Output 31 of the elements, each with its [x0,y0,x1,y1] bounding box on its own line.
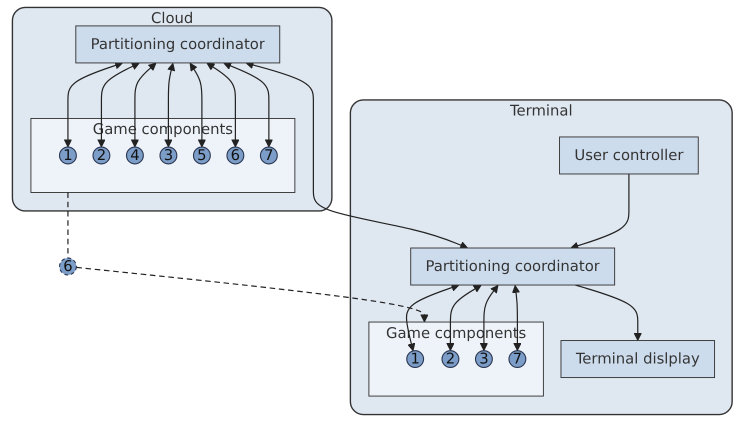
node-circle: 2 [92,146,110,164]
node-box: User controller [558,136,698,174]
arrow [97,62,140,148]
arrow [480,284,498,351]
arrow [189,62,206,148]
node-circle: 7 [260,146,278,164]
arrow [512,285,522,351]
arrow [76,266,428,322]
node-circle: 3 [474,350,493,368]
node-circle: 4 [126,146,144,164]
node-circle: 6 [226,146,244,164]
arrow [574,284,642,341]
arrow [570,174,630,250]
arrow [164,62,175,148]
arrow [206,62,240,148]
node-circle: 1 [406,350,424,368]
node-box: Partitioning coordinator [410,248,615,286]
node-circle: 5 [192,146,211,164]
node-circle: 1 [58,146,77,164]
node-box: Terminal dislplay [560,340,715,378]
arrow [130,62,156,148]
arrow [406,284,460,352]
node-circle: 2 [441,350,460,368]
arrow [245,61,468,249]
arrow [64,62,123,148]
node-box: Partitioning coordinator [75,25,280,64]
arrow [223,62,273,148]
arrow [446,284,482,351]
node-circle: 7 [508,350,526,368]
node-circle: 3 [159,146,178,164]
node-circle: 6 [58,258,77,276]
